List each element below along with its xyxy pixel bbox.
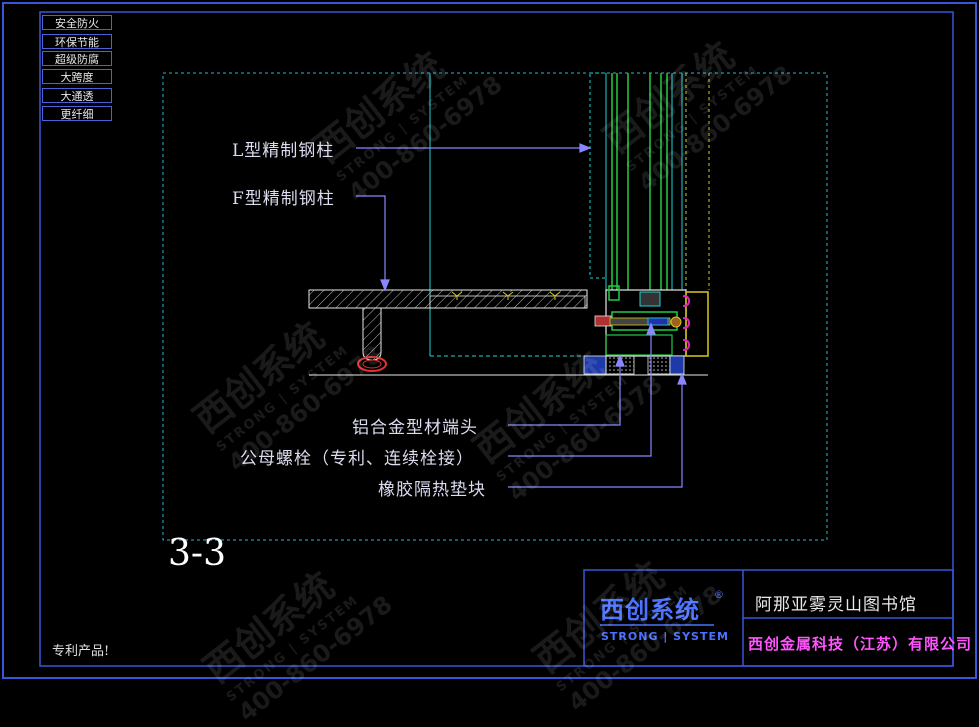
callout-l-column: L型精制钢柱 (232, 141, 335, 161)
glass-panels (611, 73, 668, 290)
l-column-outline (589, 72, 607, 279)
patent-note: 专利产品! (52, 644, 110, 659)
f-column-stem (362, 308, 382, 361)
tag-fire-safety: 安全防火 (42, 15, 112, 30)
detail-boundary (162, 72, 828, 541)
tag-slender: 更纤细 (42, 106, 112, 121)
sheet-border (2, 2, 977, 679)
callout-bolt: 公母螺栓（专利、连续栓接） (240, 449, 474, 469)
glass-edge-lines (605, 73, 683, 290)
f-column-flange (308, 289, 588, 309)
project-name: 阿那亚雾灵山图书馆 (755, 595, 917, 615)
callout-f-column: F型精制钢柱 (232, 189, 335, 209)
insulation-block-edge (669, 355, 685, 375)
company-logo-english: STRONG | SYSTEM (601, 630, 729, 643)
outer-frame-dashed (685, 73, 710, 290)
bottom-gasket-inner (362, 359, 382, 369)
callout-rubber-block: 橡胶隔热垫块 (378, 480, 486, 500)
tag-transparency: 大通透 (42, 88, 112, 103)
company-name: 西创金属科技（江苏）有限公司 (748, 635, 973, 653)
drawing-canvas (2, 2, 977, 679)
tag-anticorrosion: 超级防腐 (42, 51, 112, 66)
tag-eco-energy: 环保节能 (42, 34, 112, 49)
insulation-block-left (583, 355, 607, 375)
drawing-frame (39, 11, 954, 667)
section-label: 3-3 (168, 533, 226, 574)
company-logo-text: 西创系统 (600, 595, 700, 624)
leader-lines (356, 143, 687, 488)
callout-end-cap: 铝合金型材端头 (352, 418, 478, 438)
aluminum-node (594, 285, 709, 357)
bottom-gasket (357, 356, 387, 372)
registered-mark: ® (714, 590, 724, 601)
fastener-marks (451, 291, 561, 300)
tag-large-span: 大跨度 (42, 69, 112, 84)
